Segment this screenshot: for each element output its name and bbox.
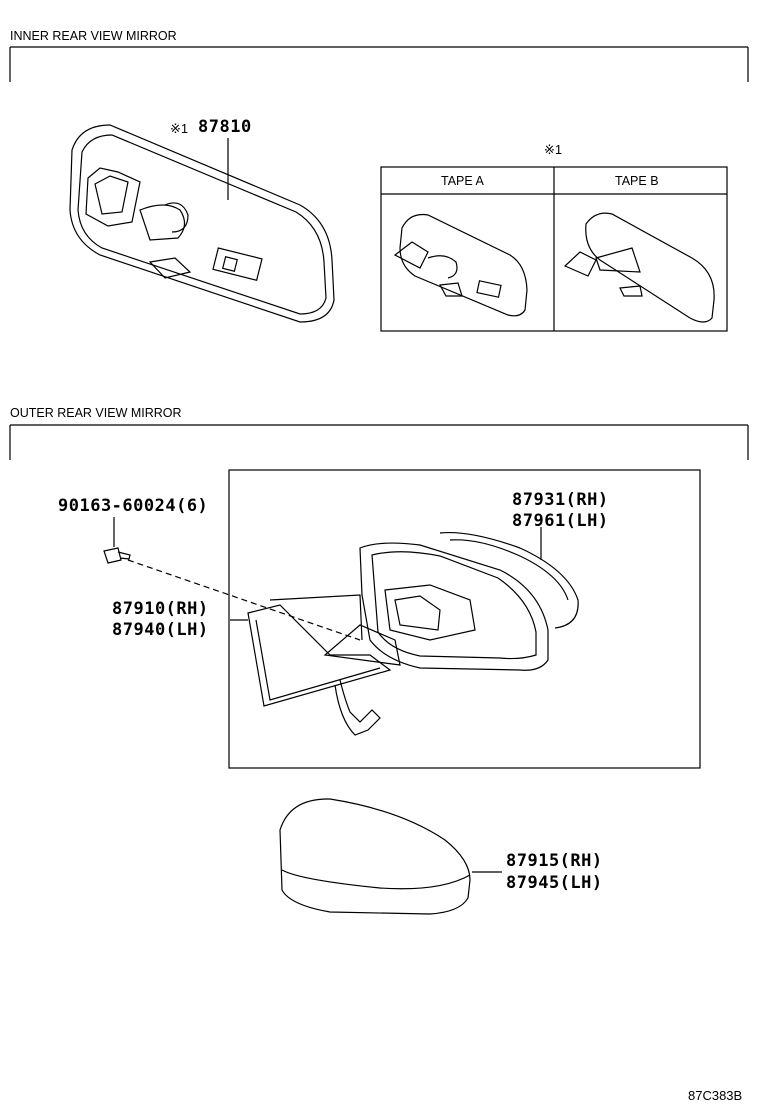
outer-mirror-box (228, 469, 701, 769)
part-number-87910-rh[interactable]: 87910(RH) (112, 599, 209, 619)
inner-mirror-drawing (69, 124, 335, 323)
part-number-87915-rh[interactable]: 87915(RH) (506, 851, 603, 871)
part-number-screw[interactable]: 90163-60024(6) (58, 496, 209, 516)
outer-mirror-drawing (247, 532, 579, 736)
part-number-87940-lh[interactable]: 87940(LH) (112, 620, 209, 640)
part-number-87931-rh[interactable]: 87931(RH) (512, 490, 609, 510)
mirror-ref-mark: ※1 (170, 121, 189, 136)
tape-a-mirror-drawing (393, 213, 528, 317)
tape-box (380, 166, 728, 332)
tape-box-ref-mark: ※1 (544, 142, 563, 157)
inner-section-title: INNER REAR VIEW MIRROR (10, 29, 177, 43)
inner-section-bracket (9, 46, 749, 82)
outer-cover-drawing (279, 798, 471, 915)
part-number-87961-lh[interactable]: 87961(LH) (512, 511, 609, 531)
tape-b-mirror-drawing (563, 212, 715, 323)
part-number-87810[interactable]: 87810 (198, 117, 252, 137)
outer-section-bracket (9, 424, 749, 460)
part-number-87945-lh[interactable]: 87945(LH) (506, 873, 603, 893)
screw-dash-line (127, 559, 361, 641)
tape-b-label: TAPE B (615, 174, 659, 188)
screw-drawing (103, 547, 131, 564)
diagram-reference: 87C383B (688, 1088, 743, 1103)
outer-section-title: OUTER REAR VIEW MIRROR (10, 406, 182, 420)
tape-a-label: TAPE A (441, 174, 484, 188)
